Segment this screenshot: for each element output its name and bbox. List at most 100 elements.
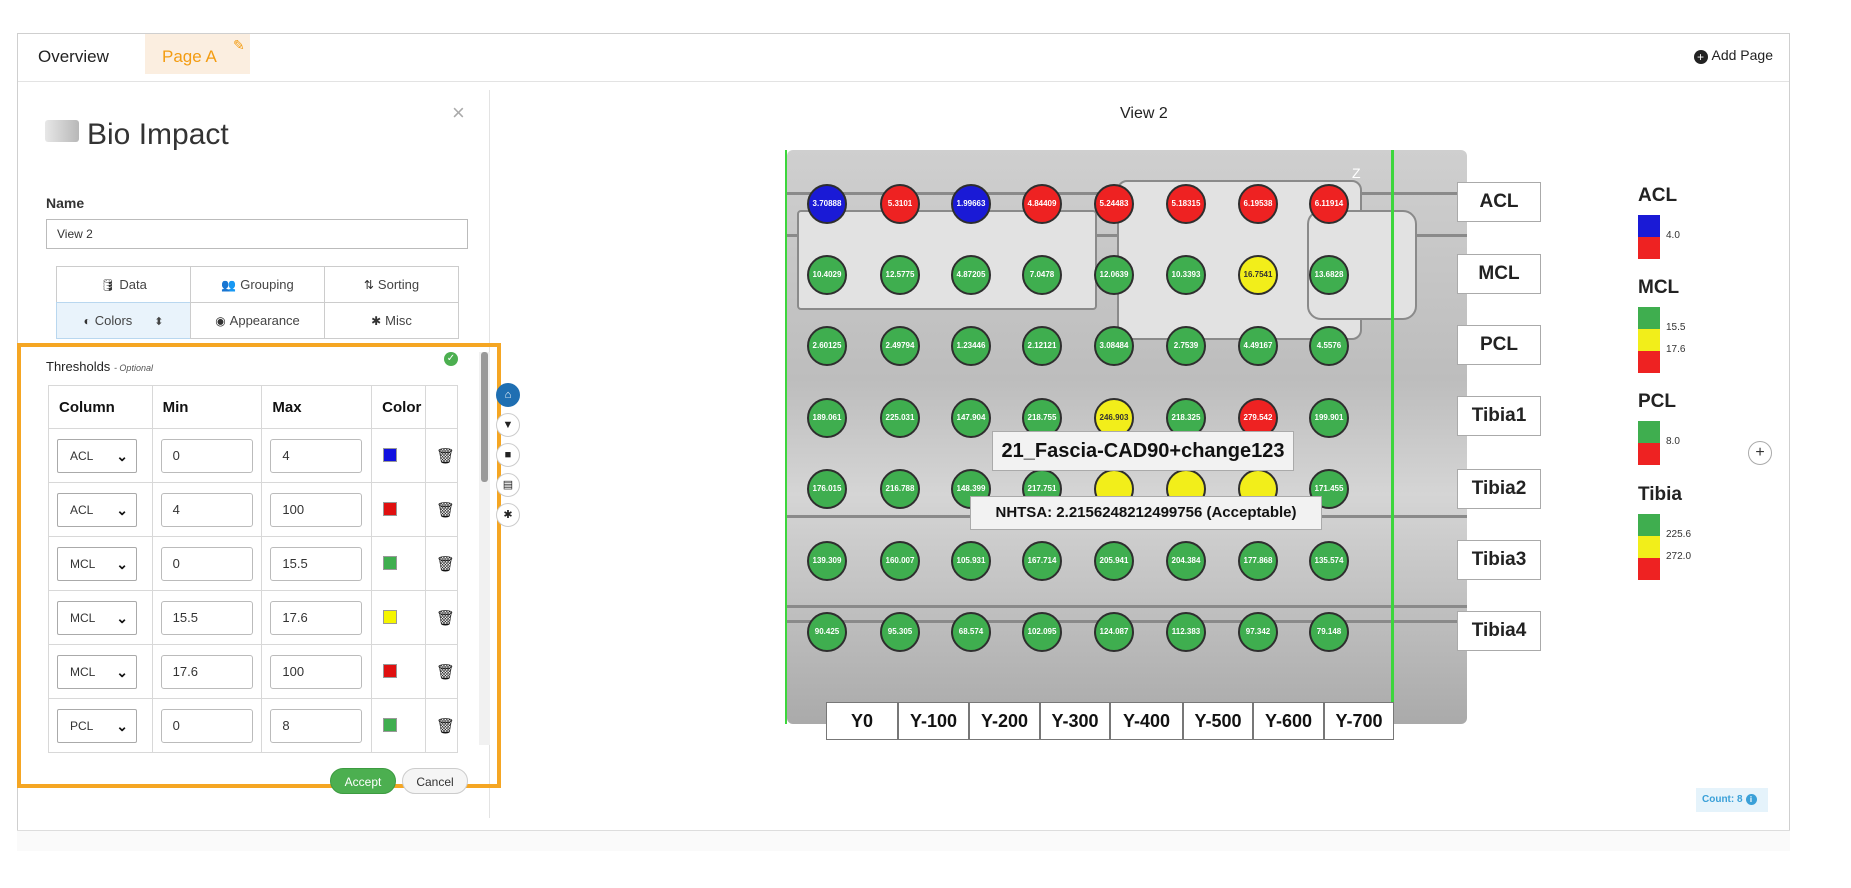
color-swatch[interactable] (383, 448, 398, 463)
grouping-button[interactable]: 👥Grouping (190, 266, 325, 303)
column-select[interactable]: MCL⌄ (57, 600, 137, 635)
colors-button[interactable]: ◐Colors⬍ (56, 302, 191, 339)
edit-icon[interactable]: ✎ (233, 37, 245, 53)
sorting-button[interactable]: ⇅Sorting (324, 266, 459, 303)
column-select[interactable]: MCL⌄ (57, 546, 137, 581)
measurement-dot[interactable]: 167.714 (1022, 541, 1062, 581)
measurement-dot[interactable]: 10.3393 (1166, 255, 1206, 295)
measurement-dot[interactable]: 3.08484 (1094, 326, 1134, 366)
min-input[interactable]: 15.5 (160, 600, 253, 635)
trash-icon[interactable]: 🗑 (425, 698, 458, 753)
measurement-dot[interactable]: 13.6828 (1309, 255, 1349, 295)
measurement-dot[interactable]: 204.384 (1166, 541, 1206, 581)
tab-page-a[interactable]: Page A ✎ (145, 34, 250, 74)
settings-icon[interactable]: ✱ (496, 503, 520, 527)
measurement-dot[interactable]: 7.0478 (1022, 255, 1062, 295)
measurement-dot[interactable]: 124.087 (1094, 612, 1134, 652)
measurement-dot[interactable]: 177.868 (1238, 541, 1278, 581)
measurement-dot[interactable]: 199.901 (1309, 398, 1349, 438)
measurement-dot[interactable]: 189.061 (807, 398, 847, 438)
thresholds-scrollbar[interactable] (479, 352, 490, 745)
measurement-dot[interactable]: 68.574 (951, 612, 991, 652)
measurement-dot[interactable]: 2.49794 (880, 326, 920, 366)
measurement-dot[interactable]: 95.305 (880, 612, 920, 652)
color-swatch[interactable] (383, 664, 398, 679)
column-select[interactable]: ACL⌄ (57, 438, 137, 473)
trash-icon[interactable]: 🗑 (425, 590, 458, 645)
color-swatch[interactable] (383, 502, 398, 517)
measurement-dot[interactable]: 5.24483 (1094, 184, 1134, 224)
home-icon[interactable]: ⌂ (496, 383, 520, 407)
measurement-dot[interactable]: 1.23446 (951, 326, 991, 366)
measurement-dot[interactable]: 4.49167 (1238, 326, 1278, 366)
add-page-button[interactable]: +Add Page (1693, 47, 1773, 64)
data-button[interactable]: 🛢Data (56, 266, 191, 303)
measurement-dot[interactable]: 12.0639 (1094, 255, 1134, 295)
measurement-dot[interactable]: 5.18315 (1166, 184, 1206, 224)
color-swatch[interactable] (383, 718, 398, 733)
max-input[interactable]: 100 (270, 654, 363, 689)
measurement-dot[interactable]: 97.342 (1238, 612, 1278, 652)
measurement-dot[interactable]: 2.7539 (1166, 326, 1206, 366)
trash-icon[interactable]: 🗑 (425, 644, 458, 699)
measurement-dot[interactable]: 139.309 (807, 541, 847, 581)
cancel-button[interactable]: Cancel (402, 768, 468, 794)
measurement-dot[interactable]: 10.4029 (807, 255, 847, 295)
accept-button[interactable]: Accept (330, 768, 396, 794)
measurement-dot[interactable]: 2.60125 (807, 326, 847, 366)
tab-overview[interactable]: Overview (38, 47, 109, 66)
measurement-dot[interactable]: 205.941 (1094, 541, 1134, 581)
measurement-dot[interactable]: 160.007 (880, 541, 920, 581)
min-input[interactable]: 4 (160, 492, 253, 527)
measurement-dot[interactable]: 79.148 (1309, 612, 1349, 652)
measurement-dot[interactable]: 176.015 (807, 469, 847, 509)
trash-icon[interactable]: 🗑 (425, 428, 458, 483)
appearance-button[interactable]: ◉Appearance (190, 302, 325, 339)
stop-icon[interactable]: ■ (496, 443, 520, 467)
measurement-dot[interactable]: 102.095 (1022, 612, 1062, 652)
trash-icon[interactable]: 🗑 (425, 536, 458, 591)
min-input[interactable]: 17.6 (160, 654, 253, 689)
measurement-dot[interactable]: 147.904 (951, 398, 991, 438)
measurement-dot[interactable]: 12.5775 (880, 255, 920, 295)
measurement-dot[interactable]: 2.12121 (1022, 326, 1062, 366)
measurement-dot[interactable]: 105.931 (951, 541, 991, 581)
max-input[interactable]: 100 (270, 492, 363, 527)
trash-icon[interactable]: 🗑 (425, 482, 458, 537)
min-input[interactable]: 0 (160, 546, 253, 581)
min-cell: 4 (151, 482, 263, 537)
column-select[interactable]: ACL⌄ (57, 492, 137, 527)
measurement-dot[interactable]: 112.383 (1166, 612, 1206, 652)
max-input[interactable]: 4 (270, 438, 363, 473)
measurement-dot[interactable]: 4.87205 (951, 255, 991, 295)
filter-icon[interactable]: ▼ (496, 413, 520, 437)
max-input[interactable]: 8 (270, 708, 363, 743)
min-input[interactable]: 0 (160, 708, 253, 743)
measurement-dot[interactable]: 6.11914 (1309, 184, 1349, 224)
measurement-dot[interactable]: 225.031 (880, 398, 920, 438)
color-swatch[interactable] (383, 610, 398, 625)
name-input[interactable]: View 2 (46, 219, 468, 249)
measurement-dot[interactable]: 4.5576 (1309, 326, 1349, 366)
measurement-dot[interactable]: 135.574 (1309, 541, 1349, 581)
column-select[interactable]: MCL⌄ (57, 654, 137, 689)
measurement-dot[interactable]: 3.70888 (807, 184, 847, 224)
misc-button[interactable]: ✱Misc (324, 302, 459, 339)
color-swatch[interactable] (383, 556, 398, 571)
measurement-dot[interactable]: 5.3101 (880, 184, 920, 224)
measurement-dot[interactable]: 4.84409 (1022, 184, 1062, 224)
file-icon[interactable]: ▤ (496, 473, 520, 497)
close-icon[interactable]: × (452, 100, 465, 125)
measurement-dot[interactable]: 90.425 (807, 612, 847, 652)
min-input[interactable]: 0 (160, 438, 253, 473)
measurement-dot[interactable]: 16.7541 (1238, 255, 1278, 295)
scrollbar-thumb[interactable] (481, 352, 488, 482)
column-select[interactable]: PCL⌄ (57, 708, 137, 743)
info-icon[interactable]: i (1745, 794, 1757, 805)
add-panel-icon[interactable]: + (1748, 441, 1772, 465)
measurement-dot[interactable]: 1.99663 (951, 184, 991, 224)
max-input[interactable]: 17.6 (270, 600, 363, 635)
measurement-dot[interactable]: 6.19538 (1238, 184, 1278, 224)
measurement-dot[interactable]: 216.788 (880, 469, 920, 509)
max-input[interactable]: 15.5 (270, 546, 363, 581)
